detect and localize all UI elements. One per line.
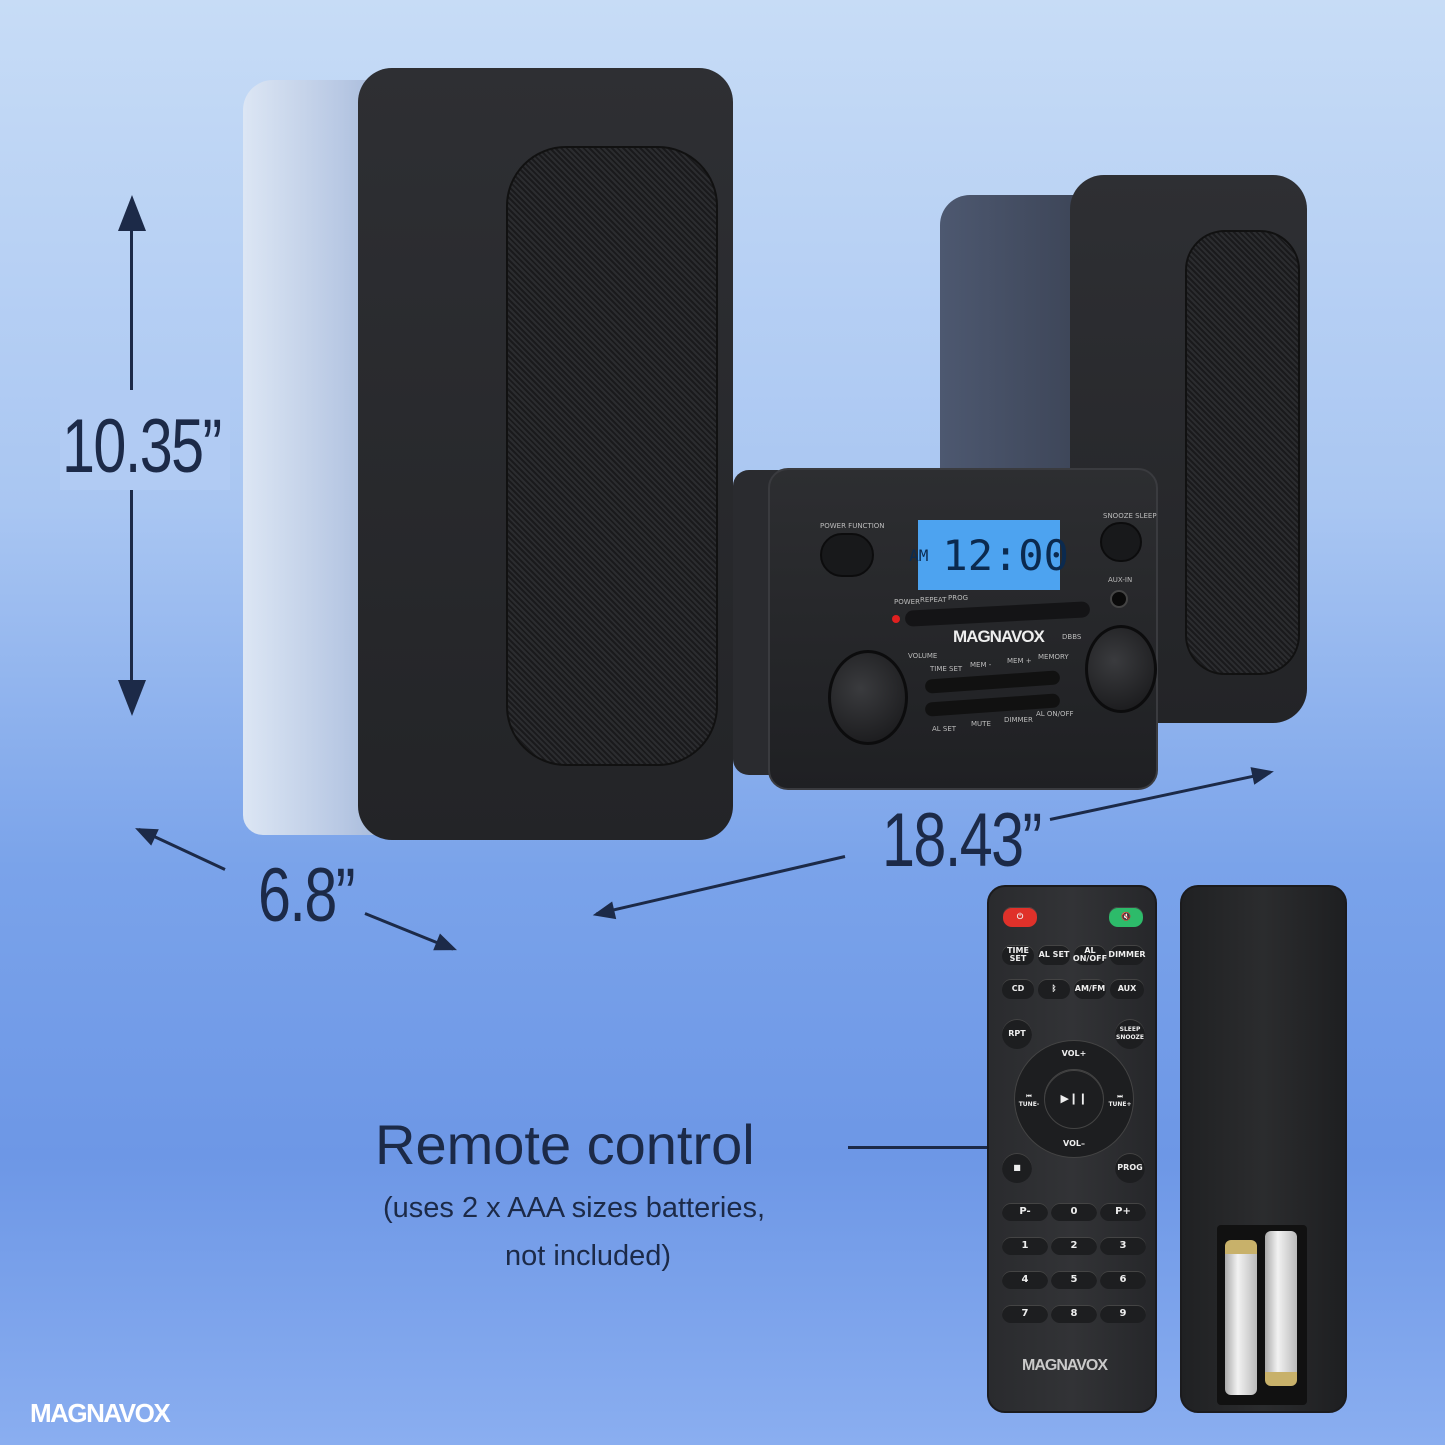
remote-mute-button[interactable]: 🔇	[1109, 907, 1143, 927]
lcd-period: AM	[909, 545, 929, 565]
tuning-knob[interactable]	[1085, 625, 1157, 713]
snooze-sleep-button[interactable]	[1100, 522, 1142, 562]
remote-bluetooth[interactable]: ᛒ	[1038, 979, 1070, 999]
remote-brand: MAGNAVOX	[1022, 1357, 1108, 1374]
volume-knob[interactable]	[828, 650, 908, 745]
caption-pointer-line	[848, 1146, 988, 1149]
prog-label: PROG	[948, 594, 969, 602]
battery-2	[1265, 1231, 1297, 1386]
width-dimension: 18.43”	[882, 798, 1042, 883]
al-onoff-label: AL ON/OFF	[1036, 710, 1074, 718]
remote-front: ⏻ 🔇 TIME SET AL SET AL ON/OFF DIMMER CD …	[987, 885, 1157, 1413]
remote-key[interactable]: 6	[1100, 1271, 1146, 1289]
lcd-time: 12:00	[942, 530, 1069, 580]
remote-rpt[interactable]: RPT	[1002, 1019, 1032, 1049]
al-set-label: AL SET	[932, 725, 957, 733]
volume-label: VOLUME	[908, 652, 938, 660]
right-speaker-grille	[1185, 230, 1300, 675]
snooze-sleep-label: SNOOZE SLEEP	[1103, 512, 1157, 520]
dimmer-label: DIMMER	[1004, 716, 1033, 724]
aux-in-jack	[1110, 590, 1128, 608]
remote-al-onoff[interactable]: AL ON/OFF	[1072, 945, 1108, 965]
battery-1	[1225, 1240, 1257, 1395]
magnavox-logo: MAGNAVOX	[30, 1398, 171, 1428]
mute-label: MUTE	[971, 720, 991, 728]
remote-prog[interactable]: PROG	[1115, 1153, 1145, 1183]
power-led	[892, 615, 900, 623]
height-arrow-up	[118, 195, 146, 231]
depth-dimension: 6.8”	[258, 853, 355, 938]
transport-buttons[interactable]	[904, 601, 1091, 627]
left-speaker-grille	[506, 146, 718, 766]
remote-vol-down[interactable]: VOL–	[1063, 1139, 1085, 1148]
remote-vol-up[interactable]: VOL+	[1061, 1049, 1087, 1058]
height-arrow-down	[118, 680, 146, 716]
main-unit: POWER FUNCTION AM 12:00 SNOOZE SLEEP AUX…	[768, 468, 1158, 790]
remote-key[interactable]: 2	[1051, 1237, 1097, 1255]
depth-arrow-left	[138, 827, 226, 871]
height-dimension: 10.35”	[62, 404, 222, 489]
remote-key[interactable]: 7	[1002, 1305, 1048, 1323]
function-buttons-top[interactable]	[924, 670, 1061, 694]
remote-key[interactable]: 4	[1002, 1271, 1048, 1289]
aux-in-label: AUX-IN	[1108, 576, 1133, 584]
remote-next[interactable]: ⏭ TUNE+	[1108, 1093, 1132, 1108]
remote-key[interactable]: P-	[1002, 1203, 1048, 1221]
remote-key[interactable]: 9	[1100, 1305, 1146, 1323]
remote-sleep-snooze[interactable]: SLEEP SNOOZE	[1115, 1019, 1145, 1049]
caption-subtitle-2: not included)	[505, 1240, 672, 1272]
remote-play-pause[interactable]: ▶❙❙	[1044, 1069, 1104, 1129]
remote-key[interactable]: P+	[1100, 1203, 1146, 1221]
time-set-label: TIME SET	[930, 665, 963, 673]
remote-key[interactable]: 8	[1051, 1305, 1097, 1323]
unit-brand: MAGNAVOX	[953, 627, 1045, 646]
remote-dimmer[interactable]: DIMMER	[1108, 945, 1146, 965]
remote-stop[interactable]: ■	[1002, 1153, 1032, 1183]
remote-back	[1180, 885, 1347, 1413]
remote-cd[interactable]: CD	[1002, 979, 1034, 999]
remote-al-set[interactable]: AL SET	[1038, 945, 1070, 965]
memory-label: MEMORY	[1038, 653, 1069, 661]
power-function-button[interactable]	[820, 533, 874, 577]
depth-arrow-right	[364, 912, 454, 951]
remote-aux[interactable]: AUX	[1110, 979, 1144, 999]
remote-key[interactable]: 5	[1051, 1271, 1097, 1289]
left-speaker	[358, 68, 733, 840]
power-label: POWER	[894, 598, 920, 606]
right-speaker	[1070, 175, 1307, 723]
battery-compartment	[1217, 1225, 1307, 1405]
width-arrow-left	[596, 855, 846, 916]
remote-key[interactable]: 3	[1100, 1237, 1146, 1255]
mem-plus-label: MEM +	[1007, 657, 1032, 665]
remote-power-button[interactable]: ⏻	[1003, 907, 1037, 927]
lcd-display: AM 12:00	[909, 520, 1069, 590]
repeat-label: REPEAT	[920, 596, 947, 604]
mem-minus-label: MEM -	[970, 661, 992, 669]
remote-key[interactable]: 1	[1002, 1237, 1048, 1255]
remote-time-set[interactable]: TIME SET	[1002, 945, 1034, 965]
dbbs-label: DBBS	[1062, 633, 1082, 641]
caption-subtitle-1: (uses 2 x AAA sizes batteries,	[383, 1192, 766, 1224]
remote-key[interactable]: 0	[1051, 1203, 1097, 1221]
remote-amfm[interactable]: AM/FM	[1074, 979, 1106, 999]
power-function-label: POWER FUNCTION	[820, 522, 885, 530]
remote-prev[interactable]: ⏮ TUNE-	[1018, 1093, 1040, 1108]
caption-title: Remote control	[375, 1113, 755, 1176]
